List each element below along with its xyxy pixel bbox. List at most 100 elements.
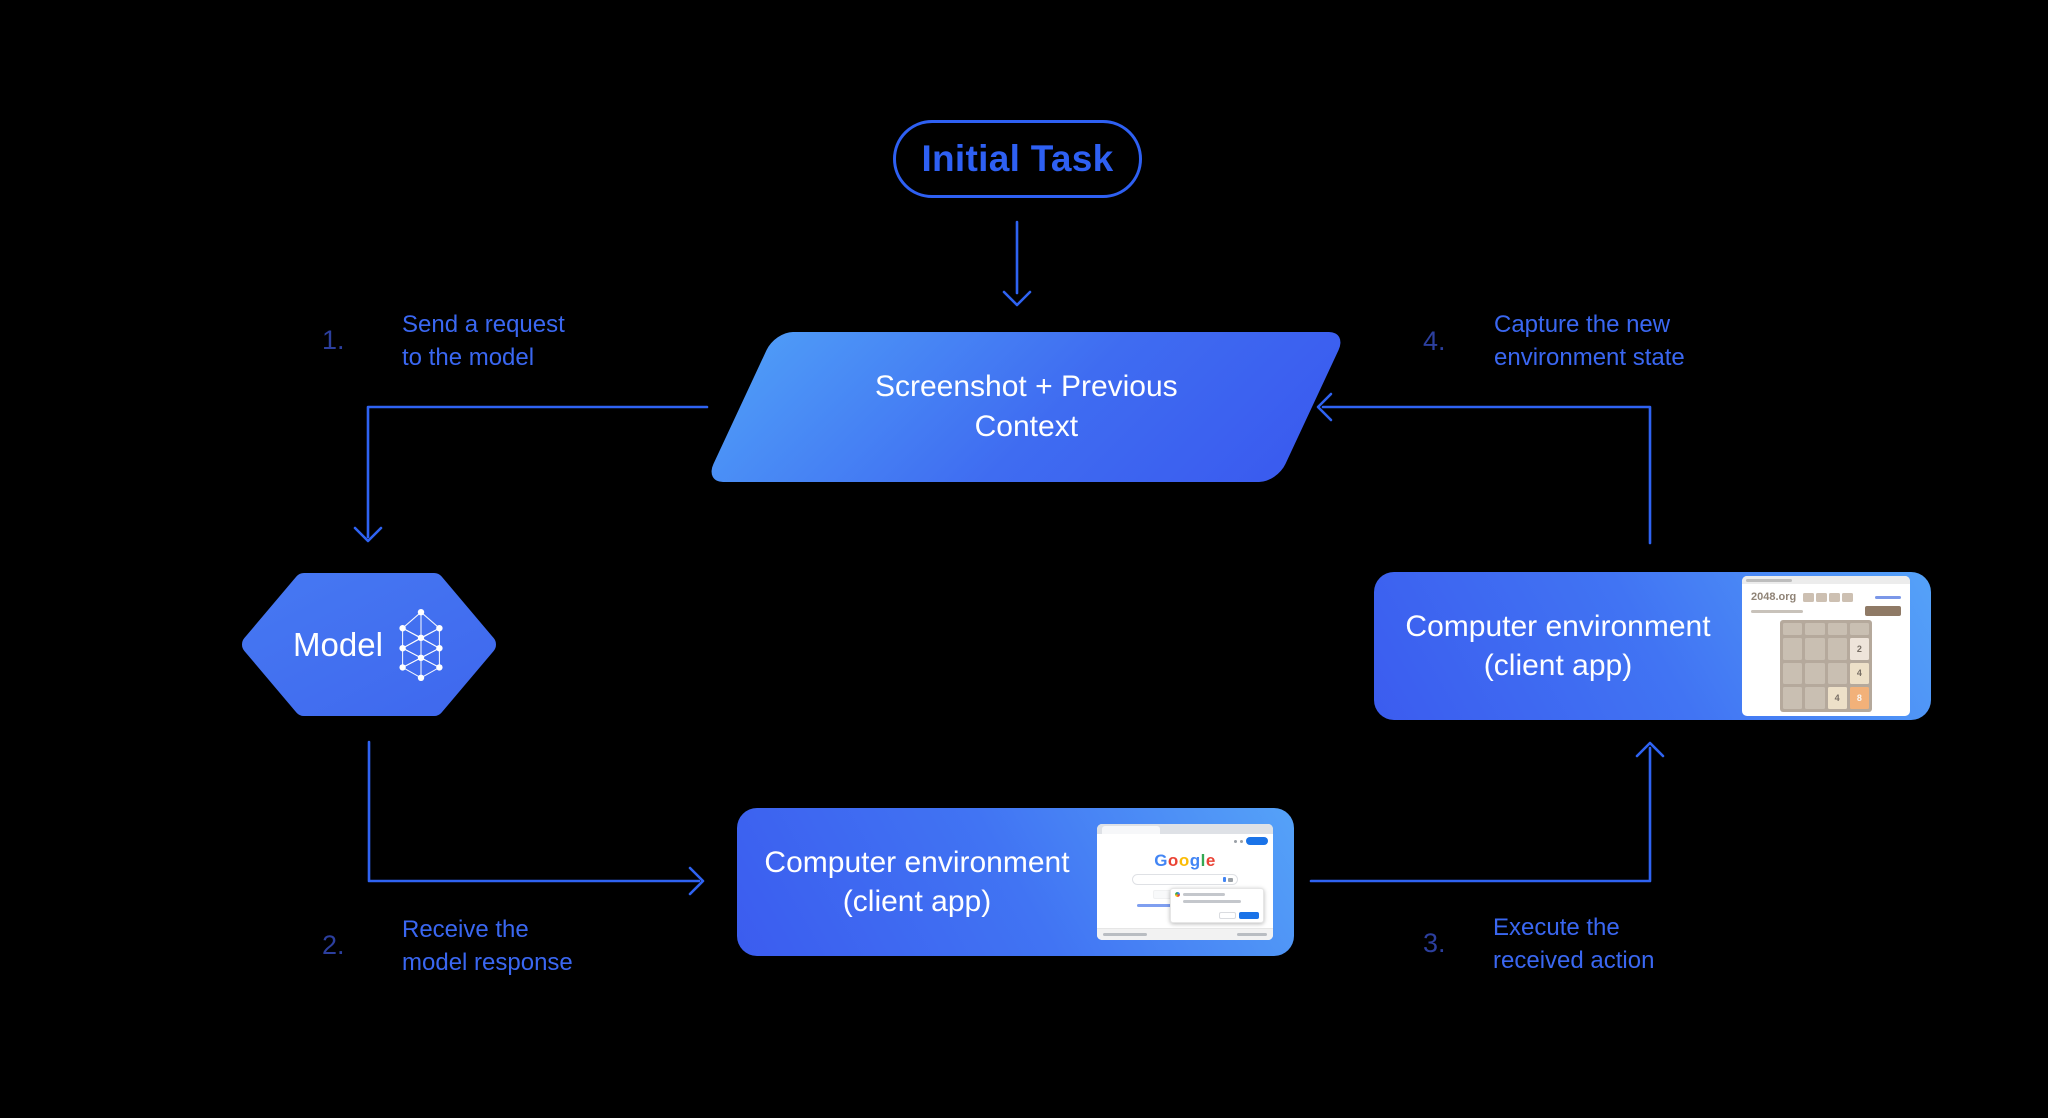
arrow-env-to-env	[1309, 746, 1652, 883]
step-2-line2: model response	[402, 949, 573, 976]
step-4-label: Capture the new environment state	[1494, 308, 1685, 374]
subtext-line	[1751, 609, 1803, 613]
dialog-primary-button	[1239, 912, 1259, 919]
screenshot-context-node: Screenshot + Previous Context	[705, 332, 1347, 482]
avatar-icon	[1240, 839, 1243, 843]
dialog-text-line	[1183, 900, 1241, 903]
env-right-line2: (client app)	[1483, 649, 1633, 682]
google-logo-letter: o	[1178, 851, 1190, 870]
arrowhead-up-icon	[1635, 741, 1665, 758]
game-header: 2048.org	[1742, 591, 1910, 603]
initial-task-label: Initial Task	[921, 138, 1114, 179]
game-cell	[1783, 623, 1803, 635]
browser-tab	[1746, 578, 1792, 582]
env-right-node: Computer environment (client app) 2048.o…	[1374, 572, 1931, 720]
env-right-label: Computer environment (client app)	[1374, 607, 1742, 685]
arrow-env-to-context	[1321, 405, 1652, 545]
arrow-context-to-model	[366, 405, 709, 539]
model-node: Model	[240, 572, 498, 717]
score-box	[1816, 592, 1828, 602]
step-3-line1: Execute the	[1493, 914, 1620, 941]
game-subheader	[1742, 606, 1910, 616]
game-cell	[1805, 662, 1825, 685]
step-4-number: 4.	[1423, 326, 1446, 356]
game-cell	[1849, 623, 1869, 635]
browser-controls	[1234, 837, 1268, 845]
arrowhead-down-icon	[353, 526, 383, 543]
google-logo-letter: l	[1200, 851, 1206, 870]
game-cell	[1805, 687, 1825, 709]
new-game-button	[1865, 606, 1901, 616]
browser-tab	[1102, 826, 1160, 834]
env-right-line1: Computer environment	[1405, 610, 1711, 643]
header-link-line	[1875, 595, 1901, 599]
step-1-line1: Send a request	[402, 311, 565, 338]
google-logo-letter: e	[1205, 851, 1216, 870]
apps-icon	[1234, 839, 1237, 843]
game-cell	[1827, 662, 1847, 685]
step-3-label: Execute the received action	[1493, 911, 1654, 977]
screenshot-context-line2: Context	[974, 410, 1078, 443]
signin-button	[1246, 837, 1268, 845]
game-cell	[1805, 637, 1825, 660]
google-logo: Google	[1097, 852, 1273, 869]
score-boxes	[1803, 592, 1854, 602]
google-logo-letter: G	[1154, 851, 1168, 870]
hexagon-shape	[242, 573, 496, 716]
footer-links-right	[1237, 933, 1267, 936]
footer-links-left	[1103, 933, 1147, 936]
game-tile: 8	[1849, 687, 1869, 709]
google-logo-letter: g	[1189, 851, 1201, 870]
game-tile: 2	[1849, 637, 1869, 660]
browser-footer	[1097, 928, 1273, 940]
arrowhead-right-icon	[688, 866, 705, 896]
score-box	[1842, 592, 1854, 602]
arrow-model-to-env	[367, 740, 701, 883]
step-2-number: 2.	[322, 930, 345, 960]
game-cell	[1827, 623, 1847, 635]
neural-network-icon	[399, 608, 443, 681]
model-label: Model	[293, 625, 383, 663]
screenshot-context-label: Screenshot + Previous Context	[875, 367, 1178, 447]
keyboard-icon	[1228, 877, 1233, 882]
mic-icon	[1223, 877, 1226, 882]
google-g-icon	[1175, 892, 1180, 897]
game-tile: 4	[1827, 687, 1847, 709]
env-bottom-label: Computer environment (client app)	[737, 843, 1097, 921]
game-title: 2048.org	[1751, 591, 1797, 603]
step-4-line1: Capture the new	[1494, 311, 1671, 338]
env-bottom-node: Computer environment (client app) Google	[737, 808, 1294, 956]
browser-topbar	[1097, 824, 1273, 834]
arrowhead-left-icon	[1316, 392, 1333, 422]
score-box	[1803, 592, 1815, 602]
signin-dialog	[1170, 888, 1264, 923]
initial-task-node: Initial Task	[893, 120, 1142, 198]
step-4-line2: environment state	[1494, 344, 1685, 371]
step-3-line2: received action	[1493, 947, 1655, 974]
game-cell	[1783, 662, 1803, 685]
score-box	[1829, 592, 1841, 602]
game-tile: 4	[1849, 662, 1869, 685]
step-1-label: Send a request to the model	[402, 308, 565, 374]
game-cell	[1805, 623, 1825, 635]
arrowhead-down-icon	[1002, 290, 1032, 307]
dialog-secondary-button	[1219, 912, 1236, 919]
step-2-label: Receive the model response	[402, 913, 573, 979]
game-cell	[1783, 687, 1803, 709]
game-cell	[1783, 637, 1803, 660]
browser-topbar	[1742, 576, 1910, 584]
google-browser-thumbnail: Google	[1097, 824, 1273, 940]
step-1-number: 1.	[322, 325, 345, 355]
env-bottom-line2: (client app)	[842, 885, 992, 918]
search-bar	[1132, 874, 1238, 885]
step-3-number: 3.	[1423, 928, 1446, 958]
dialog-text-line	[1183, 893, 1225, 896]
env-bottom-line1: Computer environment	[764, 846, 1070, 879]
step-1-line2: to the model	[402, 344, 535, 371]
screenshot-context-line1: Screenshot + Previous	[874, 370, 1178, 403]
game-cell	[1827, 637, 1847, 660]
google-logo-letter: o	[1167, 851, 1179, 870]
